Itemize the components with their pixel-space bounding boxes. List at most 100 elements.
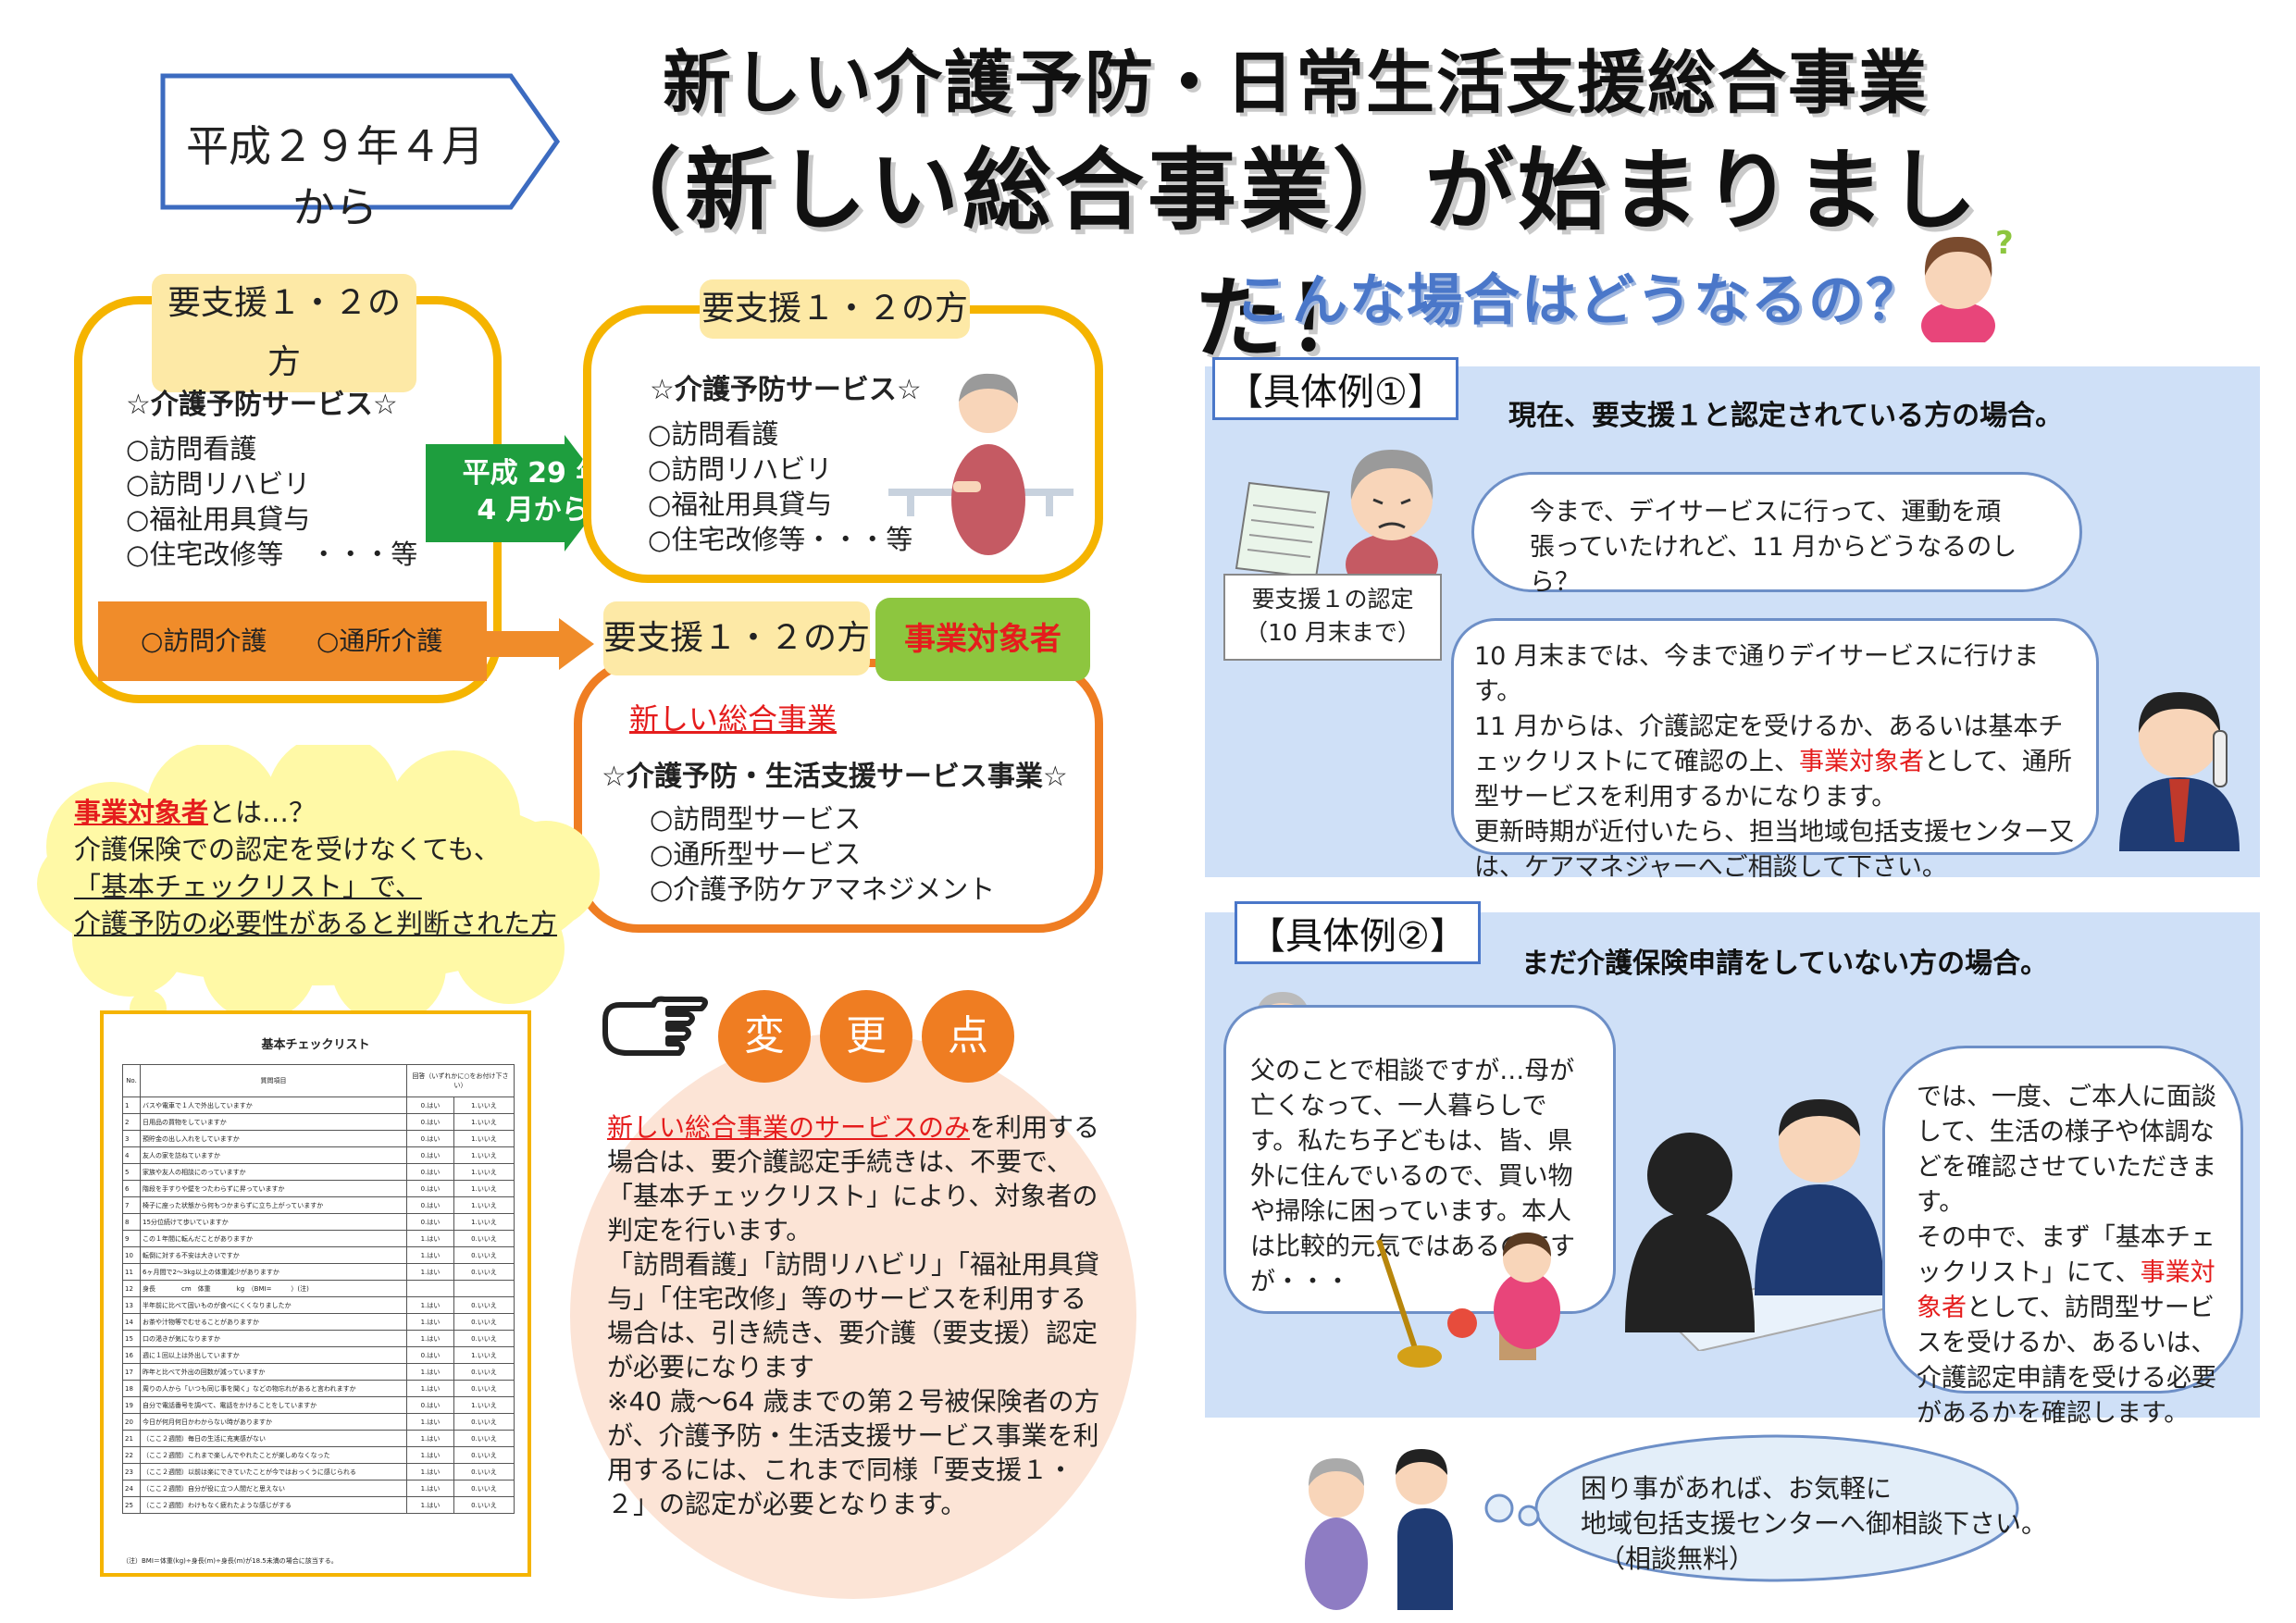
consultation-scene-icon — [1625, 1099, 1903, 1351]
checklist-no-cell: 10 — [122, 1246, 141, 1264]
staff-and-elderly-woman-icon — [1305, 1449, 1453, 1610]
checklist-no-cell: 3 — [122, 1130, 141, 1147]
target-person-tag: 事業対象者 — [875, 598, 1090, 681]
checklist-answer-no: 0.いいえ — [453, 1330, 515, 1347]
right-bottom-service-title: ☆介護予防・生活支援サービス事業☆ — [602, 761, 1068, 793]
checklist-answer-no: 1.いいえ — [453, 1396, 515, 1414]
green-arrow-shape — [426, 435, 609, 551]
checklist-no-cell: 19 — [122, 1396, 141, 1414]
checklist-question-cell: 15分位続けて歩いていますか — [140, 1213, 407, 1231]
list-item: ○訪問看護 — [126, 433, 257, 465]
checklist-answer-yes: 1.はい — [405, 1296, 455, 1314]
left-service-title: ☆介護予防サービス☆ — [126, 389, 398, 421]
checklist-answer-yes: 0.はい — [405, 1096, 455, 1114]
checklist-answer-yes: 1.はい — [405, 1330, 455, 1347]
orange-arrow-icon — [487, 618, 594, 670]
list-item: ○通所型サービス — [650, 838, 862, 870]
checklist-answer-no: 1.いいえ — [453, 1180, 515, 1197]
checklist-question-cell: 週に１回以上は外出していますか — [140, 1346, 407, 1364]
note-line: 介護保険での認定を受けなくても、 — [74, 834, 501, 865]
certificate-document-icon — [1235, 481, 1331, 579]
list-item: ○訪問リハビリ — [126, 468, 311, 500]
example1-answer-a: 10 月末までは、今まで通りデイサービスに行けます。 — [1474, 642, 2039, 706]
checklist-answer-no: 0.いいえ — [453, 1430, 515, 1447]
example2-speech-bubble: 父のことで相談ですが…母が亡くなって、一人暮らしです。私たち子どもは、皆、県外に… — [1223, 1005, 1616, 1314]
example1-answer-c: として、通所型サービスを利用するかになります。 — [1474, 748, 2072, 812]
checklist-answer-no: 0.いいえ — [453, 1230, 515, 1247]
checklist-answer-no: 1.いいえ — [453, 1163, 515, 1181]
checklist-answer-no: 1.いいえ — [453, 1196, 515, 1214]
checklist-answer-yes — [405, 1280, 455, 1297]
confused-woman-icon: ? — [1921, 225, 2014, 342]
checklist-answer-no: 0.いいえ — [453, 1363, 515, 1381]
checklist-no-cell: 24 — [122, 1480, 141, 1497]
checklist-answer-no: 0.いいえ — [453, 1463, 515, 1481]
checklist-no-cell: 4 — [122, 1146, 141, 1164]
new-program-label: 新しい総合事業 — [629, 701, 838, 737]
contact-message: 困り事があれば、お気軽に 地域包括支援センターへ御相談下さい。 （相談無料） — [1581, 1471, 2047, 1577]
checklist-question-cell: 階段を手すりや壁をつたわらずに昇っていますか — [140, 1180, 407, 1197]
list-item: ○住宅改修等 ・・・等 — [126, 539, 418, 570]
contact-line-3: （相談無料） — [1599, 1543, 1756, 1574]
list-item: ○訪問型サービス — [650, 803, 862, 835]
changes-red-phrase: 新しい総合事業のサービスのみ — [607, 1112, 971, 1143]
changes-p1: を利用する場合は、要介護認定手続きは、不要で、「基本チェックリスト」により、対象… — [607, 1112, 1100, 1245]
checklist-answer-yes: 0.はい — [405, 1346, 455, 1364]
arrow-tag-shape — [160, 73, 561, 210]
checklist-question-cell: 家族や友人の相談にのっていますか — [140, 1163, 407, 1181]
checklist-no-cell: 16 — [122, 1346, 141, 1364]
checklist-question-cell: バスや電車で１人で外出していますか — [140, 1096, 407, 1114]
checklist-no-cell: 23 — [122, 1463, 141, 1481]
checklist-no-cell: 22 — [122, 1446, 141, 1464]
checklist-question-cell: 椅子に座った状態から何もつかまらずに立ち上がっていますか — [140, 1196, 407, 1214]
checklist-answer-no: 0.いいえ — [453, 1480, 515, 1497]
example1-answer-d: 更新時期が近付いたら、担当地域包括支援センター又は、ケアマネジャーへご相談して下… — [1474, 818, 2074, 882]
example1-answer-bubble: 10 月末までは、今まで通りデイサービスに行けます。 11 月からは、介護認定を… — [1451, 618, 2099, 882]
list-item: ○福祉用具貸与 — [648, 489, 833, 520]
changes-text: 新しい総合事業のサービスのみを利用する場合は、要介護認定手続きは、不要で、「基本… — [607, 1110, 1107, 1521]
note-head: 事業対象者 — [74, 797, 209, 828]
checklist-no-cell: 17 — [122, 1363, 141, 1381]
date-tag-text: 平成２９年４月から — [186, 121, 484, 232]
checklist-answer-no: 0.いいえ — [453, 1380, 515, 1397]
checklist-question-cell: （ここ２週間）わけもなく疲れたような感じがする — [140, 1496, 407, 1514]
checklist-answer-yes: 0.はい — [405, 1130, 455, 1147]
changes-p3: ※40 歳～64 歳までの第２号被保険者の方が、介護予防・生活支援サービス事業を… — [607, 1386, 1100, 1519]
checklist-question-cell: 転倒に対する不安は大きいですか — [140, 1246, 407, 1264]
right-top-service-box — [583, 305, 1103, 583]
checklist-no-cell: 13 — [122, 1296, 141, 1314]
right-top-box-tag: 要支援１・２の方 — [700, 279, 970, 339]
checklist-answer-no: 0.いいえ — [453, 1413, 515, 1431]
bar-item-home-care: ○訪問介護 — [141, 626, 267, 656]
left-service-list: ○訪問看護 ○訪問リハビリ ○福祉用具貸与 ○住宅改修等 ・・・等 — [126, 431, 417, 572]
checklist-answer-yes: 1.はい — [405, 1313, 455, 1331]
checklist-answer-no: 1.いいえ — [453, 1213, 515, 1231]
list-item: ○住宅改修等・・・等 — [648, 524, 913, 555]
right-top-service-list: ○訪問看護 ○訪問リハビリ ○福祉用具貸与 ○住宅改修等・・・等 — [648, 416, 912, 557]
note-line: 介護予防の必要性があると判断された方 — [74, 908, 558, 939]
checklist-question-cell: 半年前に比べて固いものが食べにくくなりましたか — [140, 1296, 407, 1314]
date-tag: 平成２９年４月から — [159, 72, 566, 232]
example1-heading: 現在、要支援１と認定されている方の場合。 — [1508, 400, 2064, 432]
example2-speech: 父のことで相談ですが…母が亡くなって、一人暮らしです。私たち子どもは、皆、県外に… — [1250, 1057, 1575, 1296]
contact-cloud-shape — [1484, 1434, 2019, 1582]
checklist-answer-yes: 0.はい — [405, 1163, 455, 1181]
checklist-answer-no: 1.いいえ — [453, 1130, 515, 1147]
checklist-answer-no — [453, 1280, 515, 1297]
checklist-answer-no: 0.いいえ — [453, 1446, 515, 1464]
checklist-no-cell: 14 — [122, 1313, 141, 1331]
change-char-2: 更 — [820, 990, 912, 1083]
checklist-answer-yes: 0.はい — [405, 1113, 455, 1131]
